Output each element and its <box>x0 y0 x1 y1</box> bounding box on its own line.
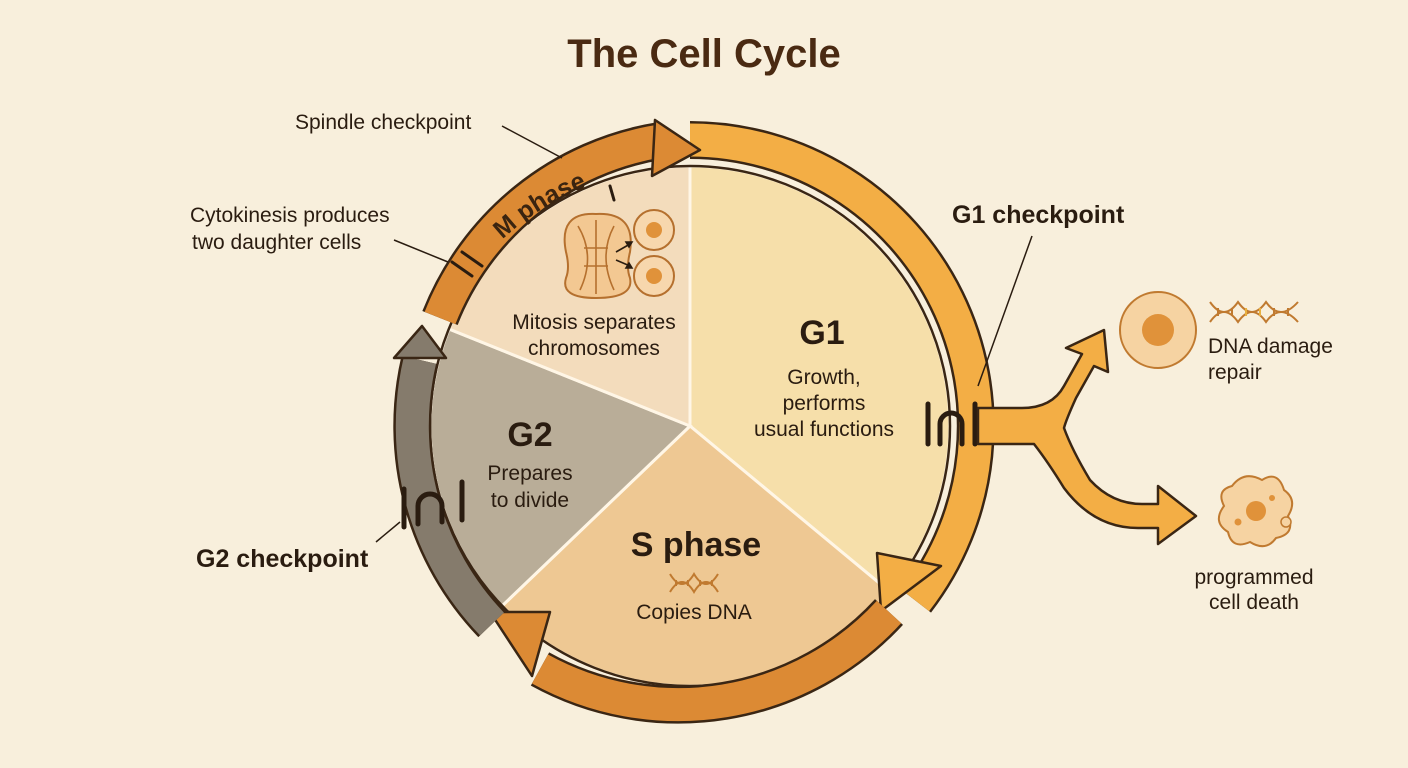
cytokinesis-label-line-1: Cytokinesis produces <box>190 204 390 227</box>
m-desc-line-2: chromosomes <box>528 337 660 360</box>
cytokinesis-ticks <box>450 184 616 278</box>
g1-desc-line-2: performs <box>783 392 866 415</box>
dna-repair-icon <box>1209 300 1299 324</box>
g1-checkpoint-leader-line <box>977 235 1033 387</box>
m-desc-line-1: Mitosis separates <box>512 311 675 334</box>
mitosis-cell-icon <box>563 212 632 300</box>
death-label-line-2: cell death <box>1209 591 1299 614</box>
g2-desc-line-2: to divide <box>491 489 569 512</box>
g1-exit-branch-arrow <box>976 328 1198 546</box>
g2-checkpoint-label: G2 checkpoint <box>196 545 369 573</box>
g2-desc-line-1: Prepares <box>487 462 572 485</box>
g2-checkpoint-gate-icon <box>401 479 465 530</box>
death-label-line-1: programmed <box>1194 566 1313 589</box>
g1-checkpoint-gate-icon <box>925 401 978 447</box>
g1-desc-line-1: Growth, <box>787 366 861 389</box>
spindle-leader-line <box>501 125 563 159</box>
g2-phase-name: G2 <box>507 416 552 454</box>
cytokinesis-label-line-2: two daughter cells <box>192 231 361 254</box>
daughter-cells-icon <box>633 209 675 297</box>
cell-cycle-pie <box>428 164 952 688</box>
division-arrows-icon <box>615 241 634 269</box>
g1-desc-line-3: usual functions <box>754 418 894 441</box>
repair-label-line-1: DNA damage <box>1208 335 1333 358</box>
g1-cycle-arrow <box>689 121 995 613</box>
diagram-title: The Cell Cycle <box>567 32 840 76</box>
s-phase-name: S phase <box>631 526 761 564</box>
g1-phase-name: G1 <box>799 314 844 352</box>
cytokinesis-leader-line <box>393 239 449 263</box>
spindle-checkpoint-label: Spindle checkpoint <box>295 111 471 134</box>
healthy-cell-icon <box>1119 291 1197 369</box>
dna-helix-icon <box>669 572 719 594</box>
repair-label-line-2: repair <box>1208 361 1262 384</box>
apoptotic-cell-icon <box>1217 475 1294 548</box>
s-phase-cycle-arrow <box>488 599 903 724</box>
g1-checkpoint-label: G1 checkpoint <box>952 201 1125 229</box>
g2-checkpoint-leader-line <box>375 521 401 543</box>
g2-cycle-arrow <box>392 324 506 638</box>
s-phase-desc: Copies DNA <box>636 601 752 624</box>
